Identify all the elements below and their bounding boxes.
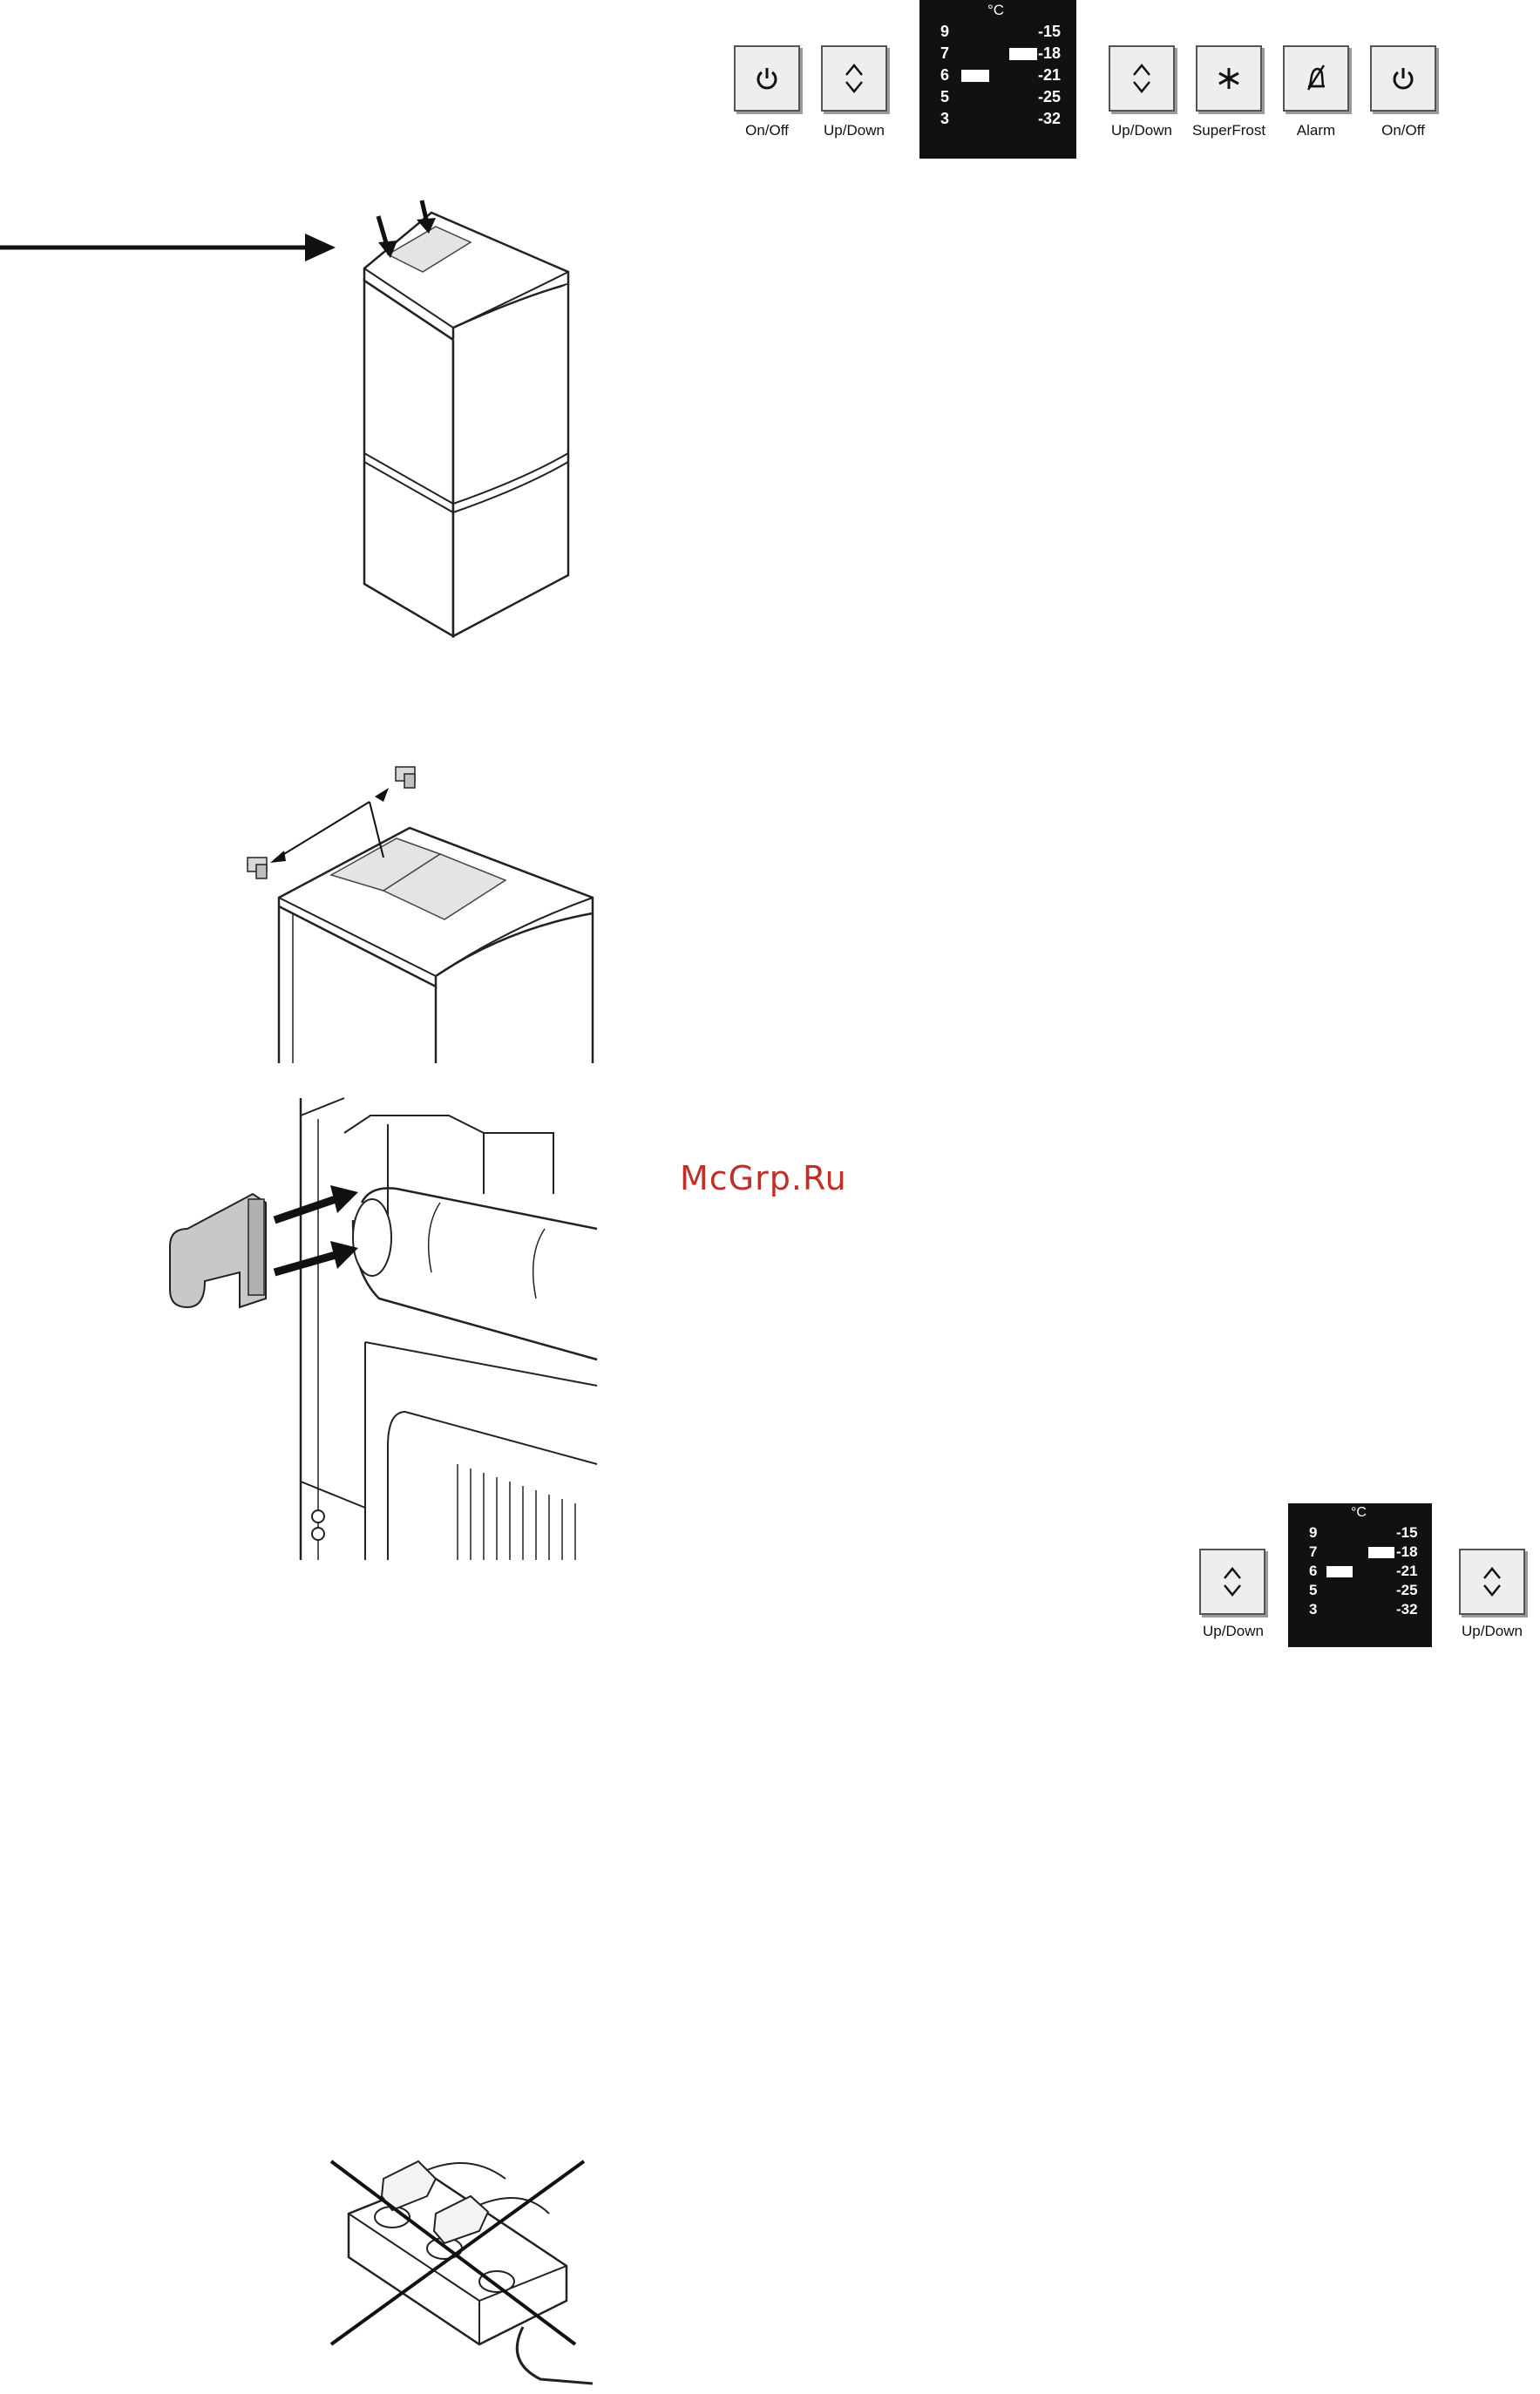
fridge-on-off-button[interactable] — [734, 45, 800, 112]
freezer-on-off-label: On/Off — [1351, 122, 1455, 139]
display-unit: °C — [1351, 1505, 1367, 1521]
fridge-temp: 9 — [940, 23, 949, 41]
freezer-temp: -21 — [1038, 66, 1061, 85]
freezer-temp: -32 — [1396, 1601, 1418, 1618]
fridge-temp: 5 — [940, 88, 949, 106]
freezer-up-down-button[interactable] — [1109, 45, 1175, 112]
power-icon — [754, 65, 780, 92]
power-icon — [1390, 65, 1416, 92]
freezer-temp: -15 — [1038, 23, 1061, 41]
freezer-temp: -32 — [1038, 110, 1061, 128]
up-down-arrows-icon — [1129, 61, 1155, 96]
freezer-on-off-button[interactable] — [1370, 45, 1436, 112]
freezer-up-down-label: Up/Down — [1440, 1623, 1540, 1640]
fridge-up-down-button[interactable] — [821, 45, 887, 112]
fridge-temp: 6 — [940, 66, 949, 85]
temperature-display: °C 9 7 6 5 3 -15 -18 -21 -25 -32 — [1288, 1503, 1432, 1647]
fridge-temp: 7 — [1309, 1543, 1317, 1561]
inner-clip-illustration — [170, 1098, 597, 1560]
watermark-text: McGrp.Ru — [680, 1159, 847, 1197]
bell-off-icon — [1303, 64, 1329, 93]
fridge-temp: 9 — [1309, 1524, 1317, 1542]
temperature-display: °C 9 7 6 5 3 -15 -18 -21 -25 -32 — [919, 0, 1076, 159]
freezer-temp: -21 — [1396, 1563, 1418, 1580]
superfrost-button[interactable] — [1196, 45, 1262, 112]
freezer-temp: -25 — [1396, 1582, 1418, 1599]
fridge-up-down-label: Up/Down — [1181, 1623, 1286, 1640]
fridge-selected-indicator — [961, 70, 989, 82]
freezer-temp: -15 — [1396, 1524, 1418, 1542]
fridge-temp: 7 — [940, 44, 949, 63]
clip-installation-illustration — [244, 767, 610, 1063]
freezer-temp: -18 — [1038, 44, 1061, 63]
freezer-selected-indicator — [1368, 1547, 1394, 1558]
up-down-arrows-icon — [1479, 1564, 1505, 1599]
alarm-button[interactable] — [1283, 45, 1349, 112]
display-unit: °C — [987, 2, 1004, 19]
fridge-location-illustration — [0, 200, 593, 636]
up-down-arrows-icon — [1219, 1564, 1245, 1599]
fridge-temp: 5 — [1309, 1582, 1317, 1599]
fridge-up-down-label: Up/Down — [802, 122, 906, 139]
up-down-arrows-icon — [841, 61, 867, 96]
fridge-temp: 3 — [940, 110, 949, 128]
fridge-selected-indicator — [1326, 1566, 1353, 1577]
freezer-temp: -18 — [1396, 1543, 1418, 1561]
freezer-up-down-button[interactable] — [1459, 1549, 1525, 1615]
fridge-temp: 6 — [1309, 1563, 1317, 1580]
fridge-temp: 3 — [1309, 1601, 1317, 1618]
freezer-temp: -25 — [1038, 88, 1061, 106]
snowflake-icon — [1216, 65, 1242, 92]
freezer-selected-indicator — [1009, 48, 1037, 60]
no-multi-socket-illustration — [331, 2161, 593, 2394]
fridge-up-down-button[interactable] — [1199, 1549, 1265, 1615]
